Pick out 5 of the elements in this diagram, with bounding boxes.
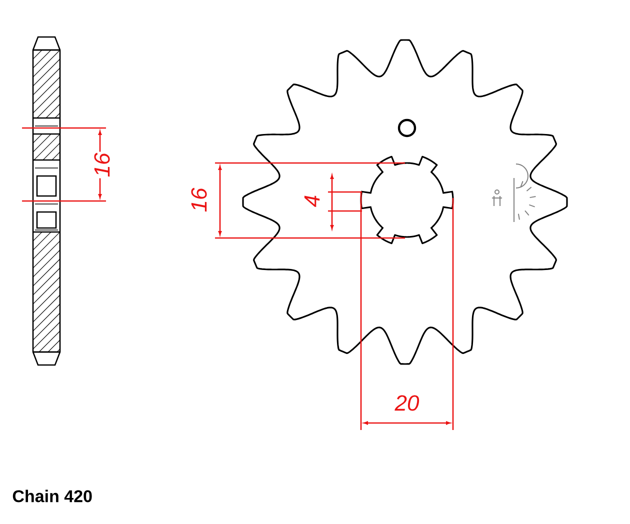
dimension-label: 16 <box>93 152 111 178</box>
chain-size-label: Chain 420 <box>12 490 92 502</box>
dimension-label: 20 <box>394 394 420 412</box>
dimension-label: 4 <box>303 194 321 208</box>
dimension-label: 16 <box>190 186 208 214</box>
